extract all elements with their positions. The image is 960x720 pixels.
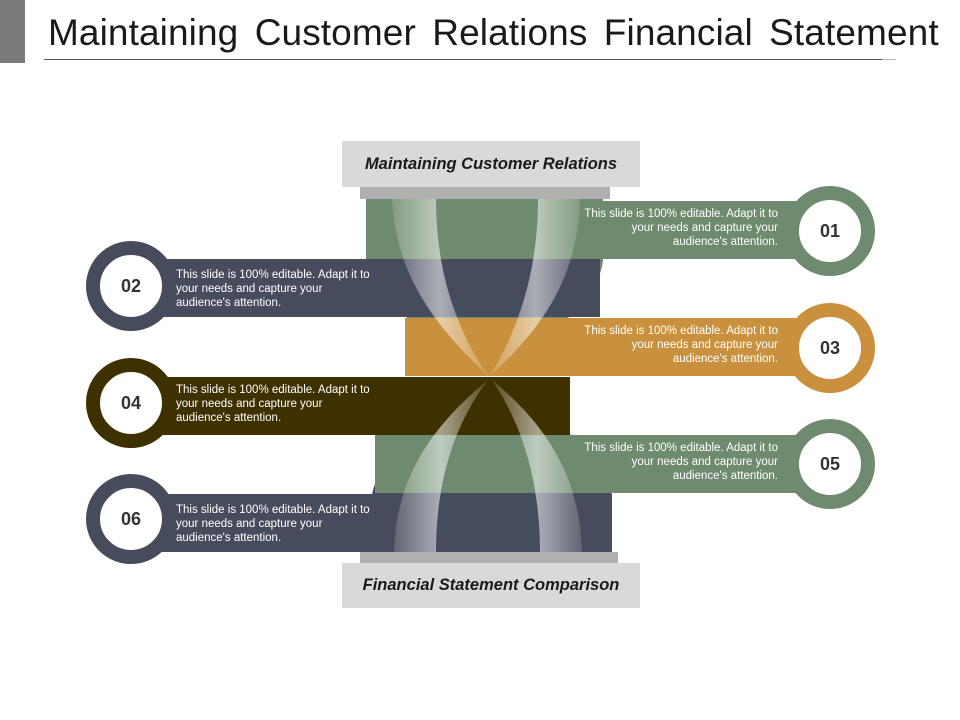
band-04-text: This slide is 100% editable. Adapt it to… [176, 384, 370, 424]
number-03: 03 [819, 337, 841, 358]
band-05: This slide is 100% editable. Adapt it to… [375, 435, 830, 493]
number-06: 06 [120, 508, 142, 529]
title-underline-tail [882, 59, 896, 60]
band-05-text: This slide is 100% editable. Adapt it to… [584, 442, 778, 482]
band-06: This slide is 100% editable. Adapt it to… [130, 494, 612, 552]
number-ring-01: 01 [785, 186, 875, 276]
hourglass-bottom-cap [360, 552, 618, 563]
number-02: 02 [120, 275, 142, 296]
band-06-text: This slide is 100% editable. Adapt it to… [176, 504, 370, 544]
number-ring-03: 03 [785, 303, 875, 393]
band-02: This slide is 100% editable. Adapt it to… [130, 259, 600, 317]
band-03-text: This slide is 100% editable. Adapt it to… [584, 325, 778, 365]
title-underline [44, 59, 882, 60]
number-ring-06: 06 [86, 474, 176, 564]
band-01-text: This slide is 100% editable. Adapt it to… [584, 208, 778, 248]
number-ring-02: 02 [86, 241, 176, 331]
hourglass-top-cap [360, 187, 610, 199]
band-01: This slide is 100% editable. Adapt it to… [540, 201, 830, 259]
band-03: This slide is 100% editable. Adapt it to… [405, 318, 830, 376]
band-04: This slide is 100% editable. Adapt it to… [130, 377, 570, 435]
number-01: 01 [819, 220, 841, 241]
corner-accent [0, 0, 25, 63]
number-ring-04: 04 [86, 358, 176, 448]
bottom-label: Financial Statement Comparison [342, 563, 640, 608]
band-02-text: This slide is 100% editable. Adapt it to… [176, 269, 370, 309]
top-label: Maintaining Customer Relations [342, 141, 640, 187]
number-ring-05: 05 [785, 419, 875, 509]
page-title: Maintaining Customer Relations Financial… [48, 12, 939, 53]
number-05: 05 [819, 453, 841, 474]
number-04: 04 [120, 392, 142, 413]
